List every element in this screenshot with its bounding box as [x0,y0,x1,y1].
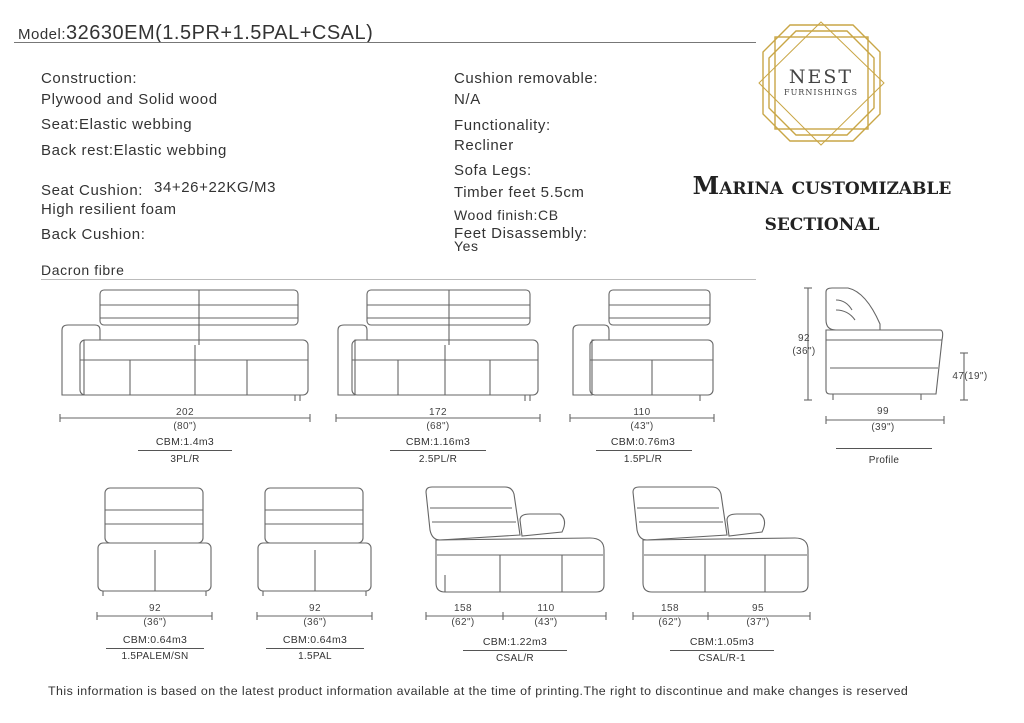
profile-code: Profile [868,455,900,466]
seat-cushion-value: High resilient foam [41,201,177,218]
drawing-15plr [572,289,714,401]
piece-15palem-width: 92 [149,603,161,614]
piece-3plr-cbm: CBM:1.4m3 [155,436,215,448]
piece-csalr-width-b: 110 [537,603,555,614]
piece-15plr-width-in: (43") [630,421,654,432]
model-number: Model:32630EM(1.5PR+1.5PAL+CSAL) [18,22,373,45]
drawing-15palem [97,487,212,596]
seat-spec: Seat:Elastic webbing [41,116,193,133]
functionality-value: Recliner [454,137,514,154]
piece-csalr-width-a: 158 [454,603,472,614]
piece-25plr-width-in: (68") [426,421,450,432]
specs-divider [41,279,756,280]
piece-csalr1-code: CSAL/R-1 [698,653,746,664]
product-title-line1: Marina customizable [692,171,952,200]
piece-3plr-width-in: (80") [173,421,197,432]
back-cushion-value: Dacron fibre [41,262,125,278]
feet-disassembly-label: Feet Disassembly: [454,225,588,242]
piece-15palem-width-in: (36") [143,617,167,628]
piece-csalr1-width-b: 95 [752,603,764,614]
profile-width: 99 [877,406,889,417]
model-value: 32630EM(1.5PR+1.5PAL+CSAL) [66,22,374,44]
piece-csalr-width-a-in: (62") [451,617,475,628]
profile-underline [836,448,932,449]
piece-15pal-code: 1.5PAL [298,651,332,662]
piece-25plr-code: 2.5PL/R [418,454,458,465]
piece-csalr1-width-a: 158 [661,603,679,614]
header-divider [14,42,756,43]
piece-csalr-cbm: CBM:1.22m3 [482,636,548,648]
drawing-3plr [61,289,309,401]
footer-disclaimer: This information is based on the latest … [48,684,909,698]
piece-15plr-underline [596,450,692,451]
piece-3plr-width: 202 [176,407,194,418]
cushion-removable-value: N/A [454,91,481,108]
piece-15plr-cbm: CBM:0.76m3 [610,436,676,448]
profile-seat-height: 47(19") [952,371,988,382]
piece-csalr-code: CSAL/R [496,653,534,664]
functionality-label: Functionality: [454,117,551,134]
logo-text-furnishings: FURNISHINGS [784,88,858,97]
construction-value: Plywood and Solid wood [41,91,218,108]
seat-cushion-density: 34+26+22KG/M3 [154,179,277,196]
logo-text-nest: NEST [788,66,854,88]
cushion-removable-label: Cushion removable: [454,70,599,87]
piece-15plr-width: 110 [633,407,651,418]
piece-csalr-width-b-in: (43") [534,617,558,628]
wood-finish: Wood finish:CB [454,207,559,223]
piece-15pal-width: 92 [309,603,321,614]
piece-15palem-cbm: CBM:0.64m3 [122,634,188,646]
drawing-profile [825,287,944,400]
product-title-line2: sectional [764,207,880,236]
piece-25plr-width: 172 [429,407,447,418]
drawing-csalr [425,486,605,593]
seat-cushion-label: Seat Cushion: [41,182,144,199]
piece-25plr-underline [390,450,486,451]
sofa-legs-label: Sofa Legs: [454,162,532,179]
piece-15pal-cbm: CBM:0.64m3 [282,634,348,646]
piece-csalr1-width-a-in: (62") [658,617,682,628]
drawing-15pal [257,487,372,596]
drawing-csalr1 [632,486,809,593]
piece-15plr-code: 1.5PL/R [623,454,663,465]
profile-height: 92 [798,333,810,344]
piece-csalr-underline [463,650,567,651]
piece-15palem-underline [106,648,204,649]
feet-disassembly-value: Yes [454,238,479,254]
back-cushion-label: Back Cushion: [41,226,146,243]
piece-3plr-code: 3PL/R [170,454,200,465]
back-rest-spec: Back rest:Elastic webbing [41,142,227,159]
model-label: Model: [18,26,67,43]
piece-25plr-cbm: CBM:1.16m3 [405,436,471,448]
profile-height-in: (36") [792,346,816,357]
piece-csalr1-underline [670,650,774,651]
drawing-25plr [337,289,539,401]
piece-15palem-code: 1.5PALEM/SN [121,651,189,662]
piece-15pal-underline [266,648,364,649]
piece-csalr1-cbm: CBM:1.05m3 [689,636,755,648]
piece-csalr1-width-b-in: (37") [746,617,770,628]
piece-3plr-underline [138,450,232,451]
sofa-legs-value: Timber feet 5.5cm [454,184,585,201]
piece-15pal-width-in: (36") [303,617,327,628]
construction-label: Construction: [41,70,138,87]
profile-width-in: (39") [871,422,895,433]
